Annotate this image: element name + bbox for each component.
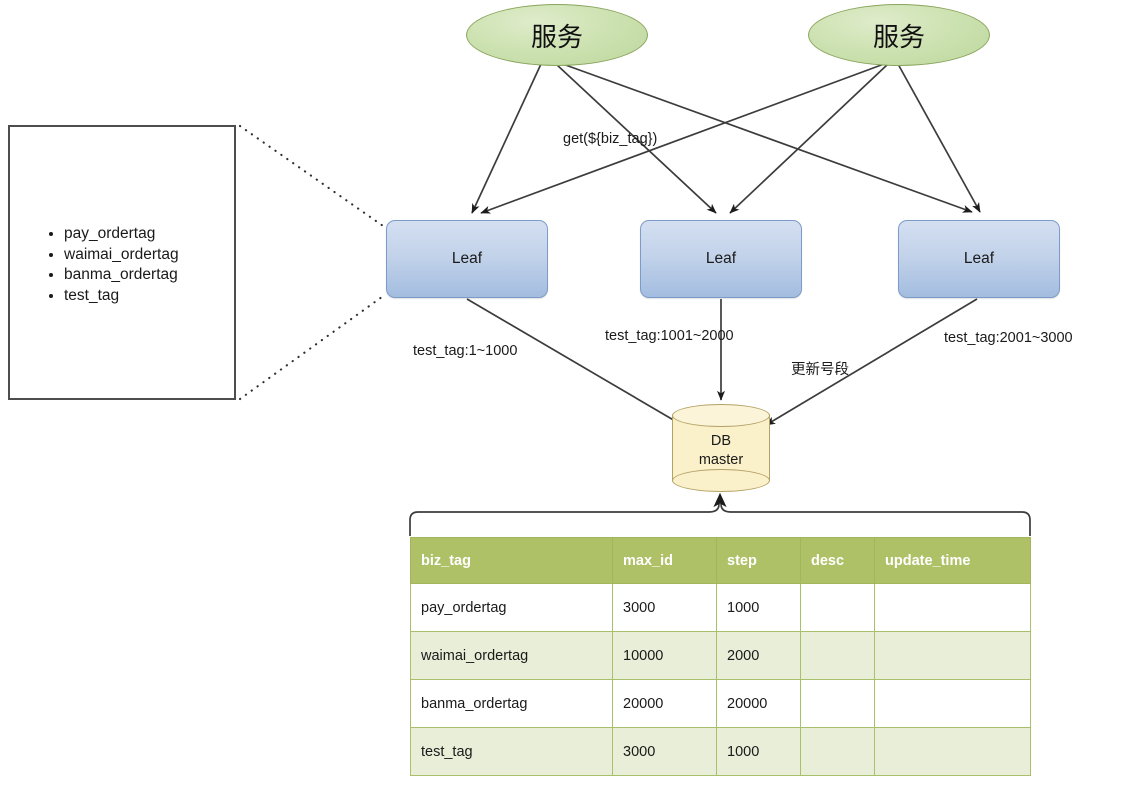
cell-max-id: 3000 bbox=[612, 583, 717, 632]
cylinder-top-shape bbox=[672, 404, 770, 427]
edge-label-range-2: test_tag:1001~2000 bbox=[605, 328, 734, 344]
cell-desc bbox=[800, 631, 875, 680]
cell-desc bbox=[800, 583, 875, 632]
database-node[interactable]: DB master bbox=[672, 404, 770, 492]
edge-label-range-1: test_tag:1~1000 bbox=[413, 343, 518, 359]
cell-step: 1000 bbox=[716, 583, 801, 632]
cylinder-bottom-shape bbox=[672, 469, 770, 492]
cell-update-time bbox=[874, 679, 1031, 728]
cell-biz-tag: waimai_ordertag bbox=[410, 631, 613, 680]
column-header-biz-tag: biz_tag bbox=[410, 537, 613, 584]
cell-max-id: 3000 bbox=[612, 727, 717, 776]
leaf-node-3[interactable]: Leaf bbox=[898, 220, 1060, 298]
leaf-node-2[interactable]: Leaf bbox=[640, 220, 802, 298]
cell-step: 1000 bbox=[716, 727, 801, 776]
list-item: pay_ordertag bbox=[64, 224, 179, 245]
service-node-1[interactable]: 服务 bbox=[466, 4, 648, 66]
cell-desc bbox=[800, 679, 875, 728]
cell-update-time bbox=[874, 631, 1031, 680]
cell-biz-tag: test_tag bbox=[410, 727, 613, 776]
table-header-row: biz_tag max_id step desc update_time bbox=[410, 537, 1031, 584]
cell-biz-tag: pay_ordertag bbox=[410, 583, 613, 632]
list-item: test_tag bbox=[64, 286, 179, 307]
leaf-node-1[interactable]: Leaf bbox=[386, 220, 548, 298]
cell-update-time bbox=[874, 727, 1031, 776]
edge-label-update-segment: 更新号段 bbox=[791, 362, 849, 378]
column-header-desc: desc bbox=[800, 537, 875, 584]
cell-step: 2000 bbox=[716, 631, 801, 680]
cell-desc bbox=[800, 727, 875, 776]
cell-biz-tag: banma_ordertag bbox=[410, 679, 613, 728]
table-row: waimai_ordertag 10000 2000 bbox=[410, 631, 1031, 680]
leaf-alloc-table: biz_tag max_id step desc update_time pay… bbox=[410, 537, 1031, 776]
cell-update-time bbox=[874, 583, 1031, 632]
list-item: waimai_ordertag bbox=[64, 245, 179, 266]
biz-tag-callout-box: pay_ordertag waimai_ordertag banma_order… bbox=[8, 125, 236, 400]
biz-tag-list: pay_ordertag waimai_ordertag banma_order… bbox=[48, 224, 179, 306]
column-header-max-id: max_id bbox=[612, 537, 717, 584]
table-row: test_tag 3000 1000 bbox=[410, 727, 1031, 776]
cell-max-id: 20000 bbox=[612, 679, 717, 728]
edge-label-get-biz-tag: get(${biz_tag}) bbox=[563, 131, 658, 147]
list-item: banma_ordertag bbox=[64, 265, 179, 286]
edge-label-range-3: test_tag:2001~3000 bbox=[944, 330, 1073, 346]
service-node-2[interactable]: 服务 bbox=[808, 4, 990, 66]
table-row: banma_ordertag 20000 20000 bbox=[410, 679, 1031, 728]
database-label: DB master bbox=[672, 432, 770, 470]
database-label-line1: DB bbox=[710, 433, 732, 449]
cell-max-id: 10000 bbox=[612, 631, 717, 680]
table-row: pay_ordertag 3000 1000 bbox=[410, 583, 1031, 632]
cell-step: 20000 bbox=[716, 679, 801, 728]
column-header-step: step bbox=[716, 537, 801, 584]
database-label-line2: master bbox=[698, 452, 744, 468]
column-header-update-time: update_time bbox=[874, 537, 1031, 584]
